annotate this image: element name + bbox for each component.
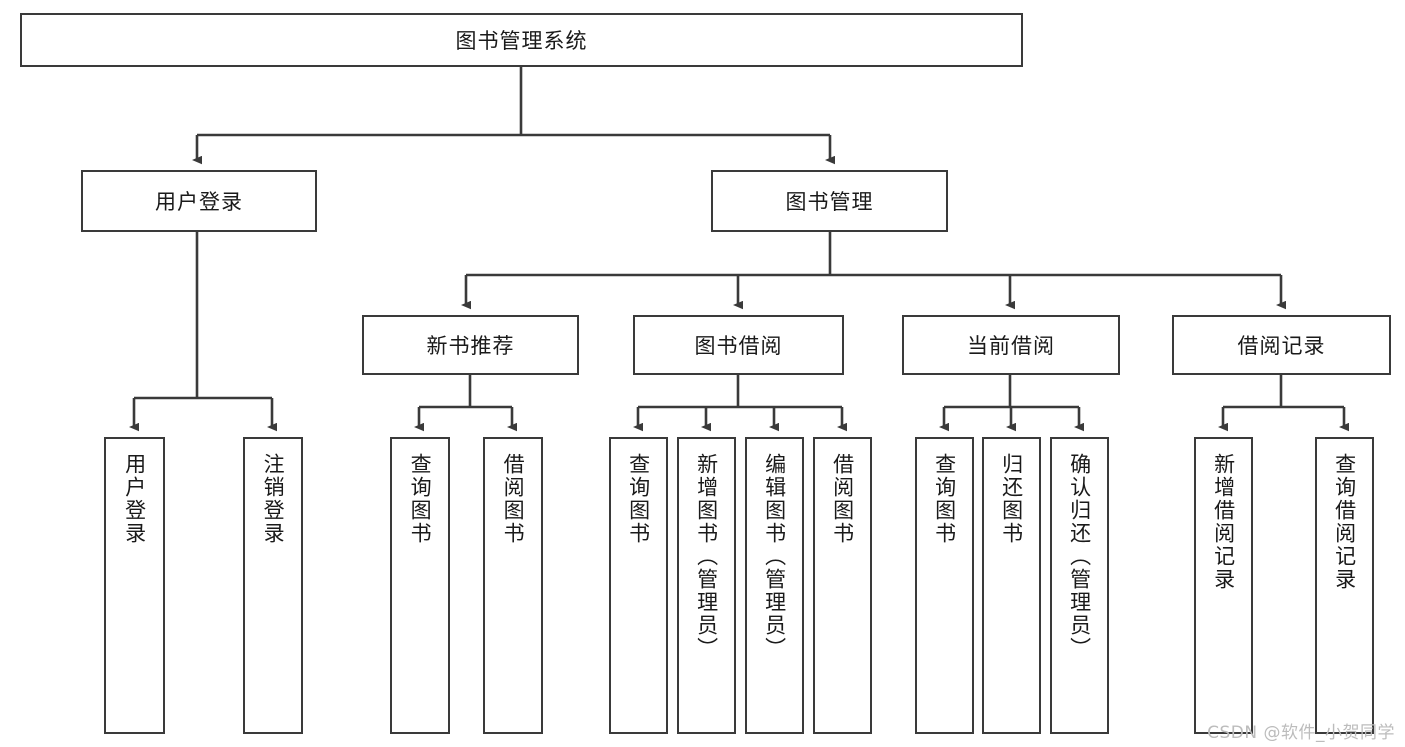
node-book-management[interactable]: 图书管理 bbox=[711, 170, 948, 232]
leaf-label: 编辑图书（管理员） bbox=[762, 453, 787, 660]
leaf-label: 用户登录 bbox=[122, 453, 147, 545]
node-book-borrow[interactable]: 图书借阅 bbox=[633, 315, 844, 375]
node-current-borrow[interactable]: 当前借阅 bbox=[902, 315, 1120, 375]
leaf-label: 归还图书 bbox=[999, 453, 1024, 545]
leaf-label: 新增图书（管理员） bbox=[694, 453, 719, 660]
leaf-book-borrow-borrow[interactable]: 借阅图书 bbox=[813, 437, 872, 734]
leaf-current-borrow-confirm-return[interactable]: 确认归还（管理员） bbox=[1050, 437, 1109, 734]
leaf-borrow-record-query[interactable]: 查询借阅记录 bbox=[1315, 437, 1374, 734]
leaf-user-login-logout[interactable]: 注销登录 bbox=[243, 437, 303, 734]
node-borrow-record[interactable]: 借阅记录 bbox=[1172, 315, 1391, 375]
watermark: CSDN @软件_小贺同学 bbox=[1207, 723, 1395, 743]
leaf-label: 借阅图书 bbox=[501, 453, 526, 545]
leaf-borrow-record-add[interactable]: 新增借阅记录 bbox=[1194, 437, 1253, 734]
node-root[interactable]: 图书管理系统 bbox=[20, 13, 1023, 67]
leaf-current-borrow-query[interactable]: 查询图书 bbox=[915, 437, 974, 734]
leaf-label: 查询借阅记录 bbox=[1332, 453, 1357, 591]
node-user-login[interactable]: 用户登录 bbox=[81, 170, 317, 232]
node-new-book-recommend[interactable]: 新书推荐 bbox=[362, 315, 579, 375]
leaf-current-borrow-return[interactable]: 归还图书 bbox=[982, 437, 1041, 734]
node-root-label: 图书管理系统 bbox=[455, 29, 588, 53]
leaf-label: 查询图书 bbox=[408, 453, 433, 545]
leaf-label: 借阅图书 bbox=[830, 453, 855, 545]
leaf-new-book-borrow[interactable]: 借阅图书 bbox=[483, 437, 543, 734]
leaf-label: 查询图书 bbox=[932, 453, 957, 545]
node-new-book-recommend-label: 新书推荐 bbox=[426, 334, 515, 358]
leaf-label: 注销登录 bbox=[261, 453, 286, 545]
leaf-user-login-login[interactable]: 用户登录 bbox=[104, 437, 165, 734]
node-current-borrow-label: 当前借阅 bbox=[967, 334, 1055, 358]
leaf-book-borrow-edit[interactable]: 编辑图书（管理员） bbox=[745, 437, 804, 734]
node-book-management-label: 图书管理 bbox=[785, 190, 874, 214]
leaf-label: 确认归还（管理员） bbox=[1067, 453, 1092, 660]
leaf-label: 新增借阅记录 bbox=[1211, 453, 1236, 591]
leaf-book-borrow-query[interactable]: 查询图书 bbox=[609, 437, 668, 734]
node-borrow-record-label: 借阅记录 bbox=[1237, 334, 1326, 358]
leaf-book-borrow-add[interactable]: 新增图书（管理员） bbox=[677, 437, 736, 734]
leaf-label: 查询图书 bbox=[626, 453, 651, 545]
node-book-borrow-label: 图书借阅 bbox=[694, 334, 783, 358]
node-user-login-label: 用户登录 bbox=[155, 190, 243, 214]
leaf-new-book-query[interactable]: 查询图书 bbox=[390, 437, 450, 734]
